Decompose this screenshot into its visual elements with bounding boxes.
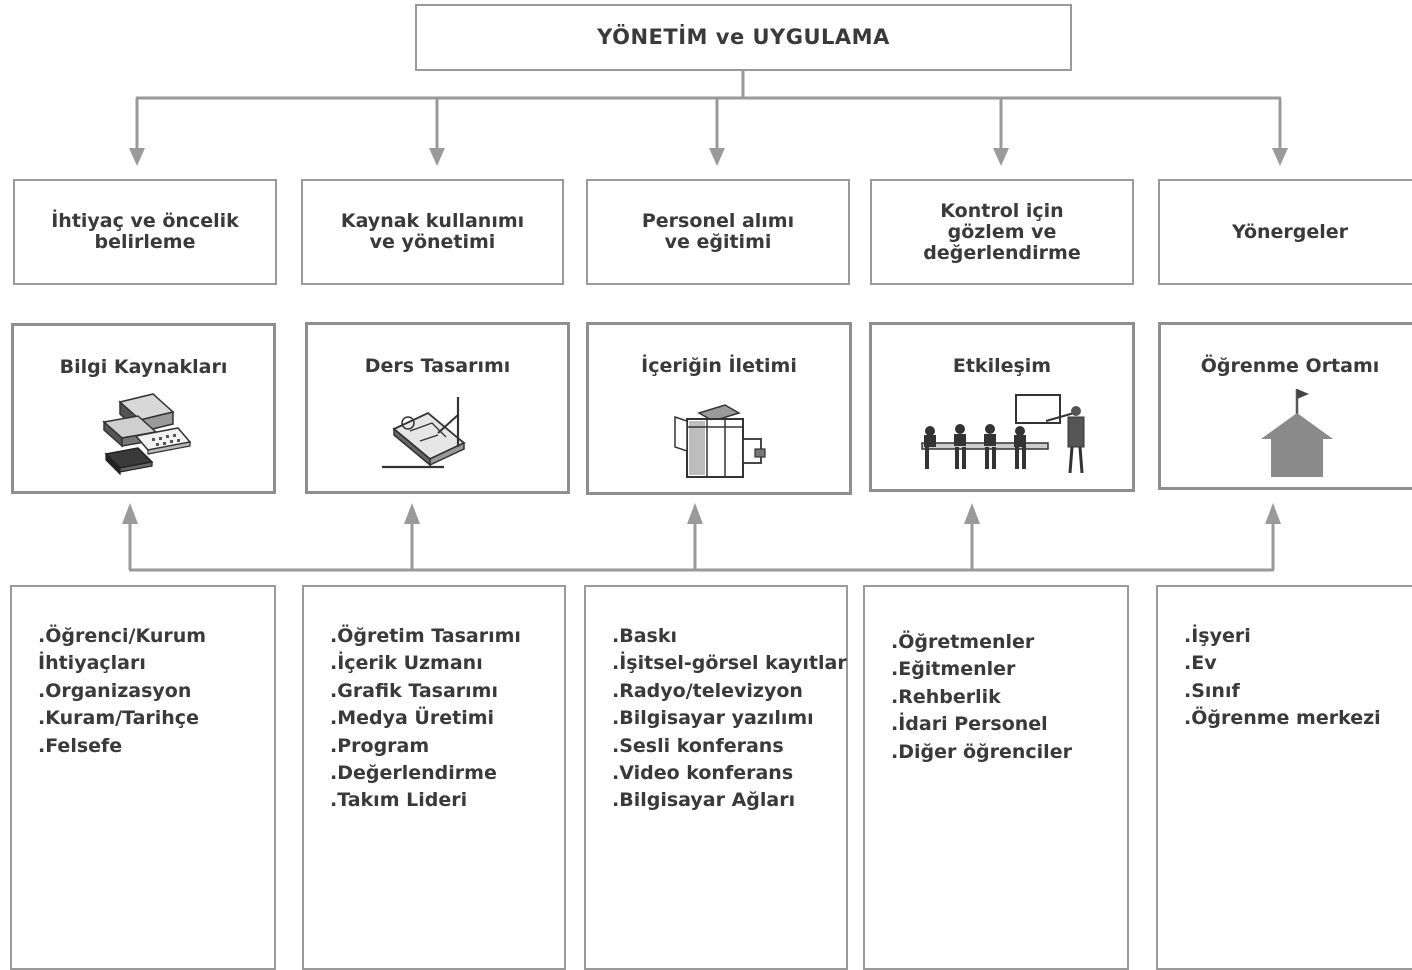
detail-list: .Öğretim Tasarımı .İçerik Uzmanı .Grafik…	[330, 623, 556, 815]
classroom-icon	[921, 394, 1085, 474]
management-box-guidelines: Yönergeler	[1158, 179, 1412, 285]
diagram-title: YÖNETİM ve UYGULAMA	[597, 25, 890, 49]
list-item: .Takım Lideri	[330, 789, 468, 812]
list-item: .İşitsel-görsel kayıtlar	[612, 652, 847, 675]
list-item: .Radyo/televizyon	[612, 679, 803, 702]
list-item: .Felsefe	[38, 734, 123, 757]
list-item: .Program	[330, 734, 430, 757]
list-item: .Diğer öğrenciler	[891, 740, 1072, 763]
management-label-line1: Personel alımı	[641, 210, 795, 232]
detail-list: .İşyeri .Ev .Sınıf .Öğrenme merkezi	[1184, 623, 1412, 733]
component-title: Etkileşim	[952, 355, 1052, 377]
management-label-line2: belirleme	[94, 231, 196, 253]
management-label-line1: Kaynak kullanımı	[340, 210, 525, 232]
detail-box-learning-environment: .İşyeri .Ev .Sınıf .Öğrenme merkezi	[1156, 585, 1412, 970]
management-label-line1: Yönergeler	[1231, 220, 1349, 243]
list-item: .Rehberlik	[891, 685, 1001, 708]
list-item: İhtiyaçları	[38, 652, 146, 675]
detail-box-info-sources: .Öğrenci/Kurum İhtiyaçları .Organizasyon…	[10, 585, 276, 970]
list-item: .Grafik Tasarımı	[330, 679, 498, 702]
component-title: Ders Tasarımı	[364, 355, 511, 377]
list-item: .İşyeri	[1184, 625, 1251, 647]
list-item: .İdari Personel	[891, 713, 1048, 736]
list-item: .Organizasyon	[38, 679, 192, 702]
copier-icon	[674, 404, 766, 478]
list-item: .Bilgisayar Ağları	[612, 789, 796, 812]
component-box-info-sources: Bilgi Kaynakları	[11, 323, 276, 494]
list-item: .Kuram/Tarihçe	[38, 707, 199, 730]
management-label-line1: Kontrol için	[940, 199, 1064, 222]
list-item: .Değerlendirme	[330, 762, 497, 785]
books-icon	[102, 393, 192, 476]
list-item: .Eğitmenler	[891, 658, 1016, 681]
component-title: İçeriğin İletimi	[641, 355, 797, 377]
component-box-interaction: Etkileşim	[869, 322, 1135, 492]
list-item: .Video konferans	[612, 762, 794, 785]
management-label-line1: İhtiyaç ve öncelik	[51, 210, 239, 232]
management-label-line2: gözlem ve	[947, 220, 1057, 243]
component-title: Bilgi Kaynakları	[59, 356, 228, 378]
bottom-arrows	[122, 503, 1281, 570]
detail-box-course-design: .Öğretim Tasarımı .İçerik Uzmanı .Grafik…	[302, 585, 566, 970]
detail-list: .Öğrenci/Kurum İhtiyaçları .Organizasyon…	[38, 623, 266, 760]
detail-list: .Baskı .İşitsel-görsel kayıtlar .Radyo/t…	[612, 623, 847, 815]
school-house-icon	[1261, 389, 1333, 477]
detail-box-interaction: .Öğretmenler .Eğitmenler .Rehberlik .İda…	[863, 585, 1129, 970]
list-item: .Öğretmenler	[891, 631, 1035, 653]
detail-list: .Öğretmenler .Eğitmenler .Rehberlik .İda…	[891, 629, 1119, 766]
list-item: .İçerik Uzmanı	[330, 652, 483, 675]
component-box-learning-environment: Öğrenme Ortamı	[1158, 322, 1412, 490]
management-label-line2: ve yönetimi	[369, 231, 496, 253]
list-item: .Öğretim Tasarımı	[330, 625, 521, 647]
list-item: .Bilgisayar yazılımı	[612, 707, 814, 730]
component-box-content-delivery: İçeriğin İletimi	[586, 322, 852, 495]
management-label-line3: değerlendirme	[923, 241, 1081, 264]
list-item: .Ev	[1184, 652, 1217, 675]
component-box-course-design: Ders Tasarımı	[305, 322, 570, 494]
top-arrows	[129, 98, 1288, 166]
component-title: Öğrenme Ortamı	[1200, 355, 1380, 377]
title-box: YÖNETİM ve UYGULAMA	[415, 4, 1072, 71]
list-item: .Sınıf	[1184, 679, 1240, 702]
management-label-line2: ve eğitimi	[664, 231, 772, 253]
list-item: .Öğrenci/Kurum	[38, 625, 207, 647]
detail-box-content-delivery: .Baskı .İşitsel-görsel kayıtlar .Radyo/t…	[584, 585, 848, 970]
drafting-icon	[382, 397, 466, 469]
list-item: .Medya Üretimi	[330, 707, 495, 730]
list-item: .Sesli konferans	[612, 734, 784, 757]
list-item: .Baskı	[612, 625, 677, 647]
list-item: .Öğrenme merkezi	[1184, 707, 1381, 730]
